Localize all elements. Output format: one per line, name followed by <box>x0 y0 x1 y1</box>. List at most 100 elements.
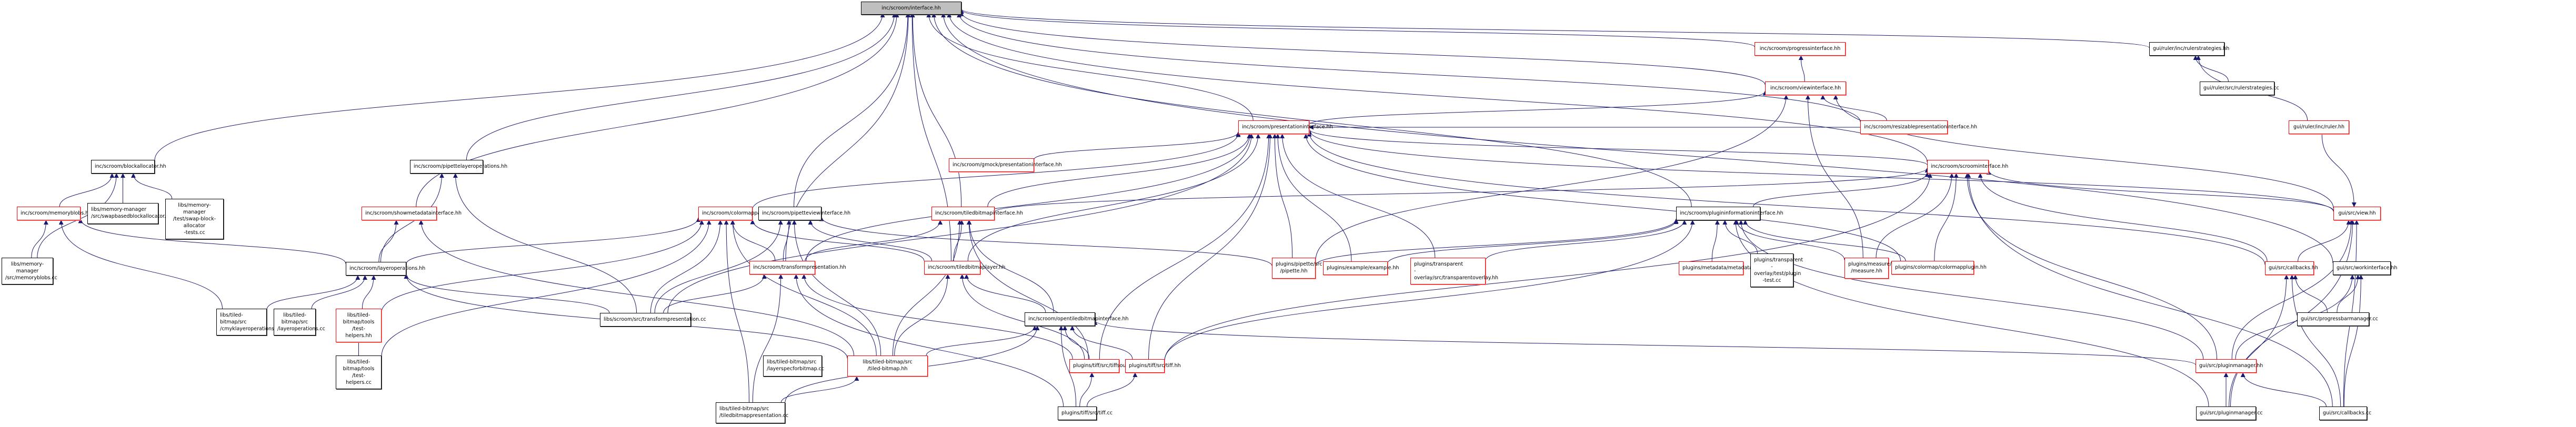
node-transformpresentation-cc[interactable]: libs/scroom/src/transformpresentation.cc <box>600 313 706 327</box>
edge-tiledbitmapinterface-to-interface <box>910 13 962 207</box>
node-blockallocator[interactable]: inc/scroom/blockallocator.hh <box>91 160 166 174</box>
node-rulerstrategies-cc[interactable]: gui/ruler/src/rulerstrategies.cc <box>2200 82 2279 95</box>
node-resizablepresentationinterface[interactable]: inc/scroom/resizablepresentationinterfac… <box>1860 120 1977 134</box>
node-plugin-test-cc[interactable]: plugins/transparent -overlay/test/plugin… <box>1750 253 1803 287</box>
edge-transformpresentation_hh-to-colormappable <box>730 220 776 261</box>
node-layerspecforbitmap-cc[interactable]: libs/tiled-bitmap/src /layerspecforbitma… <box>763 355 824 377</box>
node-progressbarmanager-cc[interactable]: gui/src/progressbarmanager.cc <box>2297 312 2378 326</box>
node-pipette-hh[interactable]: plugins/pipette/src /pipette.hh <box>1272 258 1322 279</box>
node-transparentoverlay-hh[interactable]: plugins/transparent -overlay/src/transpa… <box>1410 258 1498 284</box>
edge-pipette_hh-to-pipetteview <box>819 216 1272 266</box>
node-viewinterface[interactable]: inc/scroom/viewinterface.hh <box>1765 82 1846 95</box>
edge-progressbarmanager-to-callbacks_hh <box>2293 274 2328 313</box>
node-rulerstrategies-hh[interactable]: gui/ruler/inc/rulerstrategies.hh <box>2149 42 2229 56</box>
node-layeroperations[interactable]: inc/scroom/layeroperations.hh <box>346 262 425 276</box>
edge-swaptests-to-blockallocator <box>131 173 173 199</box>
node-ruler-hh[interactable]: gui/ruler/inc/ruler.hh <box>2289 120 2349 134</box>
edge-tiffsource-to-tiledbitmaplayer <box>959 274 1085 360</box>
edge-viewinterface-to-interface <box>959 11 1766 85</box>
node-example-hh[interactable]: plugins/example/example.hh <box>1323 261 1399 275</box>
node-measure-hh[interactable]: plugins/measure/src /measure.hh <box>1845 258 1899 279</box>
edge-tiledbitmappresentation-to-transformpresentation_hh <box>752 274 784 403</box>
edge-tiff_cc-to-transformpresentation_hh <box>794 274 1064 407</box>
node-test-helpers-hh[interactable]: libs/tiled-bitmap/tools /test-helpers.hh <box>336 309 382 342</box>
node-pluginmanager-cc[interactable]: gui/src/pluginmanager.cc <box>2196 406 2263 420</box>
edge-tiffsource-to-presentationinterface <box>1099 134 1271 360</box>
node-memoryblobs-cc[interactable]: libs/memory-manager /src/memoryblobs.cc <box>2 258 57 284</box>
node-view-hh[interactable]: gui/src/view.hh <box>2333 207 2381 220</box>
edge-pluginmanager_cc-to-callbacks_hh <box>2229 274 2289 407</box>
edge-tiffsource-to-opentiledbitmap <box>1063 326 1090 360</box>
edge-pluginmanager_hh-to-workinterface <box>2235 274 2355 360</box>
node-layeroperations-cc[interactable]: libs/tiled-bitmap/src /layeroperations.c… <box>274 309 325 336</box>
node-scroominterface[interactable]: inc/scroom/scroominterface.hh <box>1927 160 2008 174</box>
edge-tiff_hh-to-scroominterface <box>1164 173 1932 361</box>
node-tiledbitmapinterface[interactable]: inc/scroom/tiledbitmapinterface.hh <box>931 207 1023 220</box>
edge-colormapplugin_hh-to-scroominterface <box>1934 173 1959 261</box>
edge-plugininformation-to-interface <box>931 13 1692 207</box>
edge-colormapplugin_hh-to-plugininformation <box>1742 220 1906 261</box>
edge-layeroperations-to-memoryblobs_hh <box>78 218 346 264</box>
edge-tiff_cc-to-tiff_hh <box>1087 372 1138 407</box>
edge-callbacks_cc-to-pluginmanager_hh <box>2240 372 2327 407</box>
node-interface[interactable]: inc/scroom/interface.hh <box>861 2 961 15</box>
edge-colormapplugin_hh-to-presentationinterface <box>1304 134 1901 261</box>
edge-transformpresentation_cc-to-transformpresentation_hh <box>663 274 767 313</box>
edge-tiledbitmaplayer-to-interface <box>909 13 951 261</box>
edge-pluginmanager_hh-to-scroominterface <box>1964 173 2218 360</box>
node-swap-block-allocator-tests-cc[interactable]: libs/memory-manager /test/swap-block-all… <box>165 199 224 239</box>
node-presentationinterface[interactable]: inc/scroom/presentationinterface.hh <box>1238 120 1333 134</box>
edge-presentationinterface-to-interface <box>926 13 1254 121</box>
node-pipetteviewinterface[interactable]: inc/scroom/pipetteviewinterface.hh <box>758 207 850 220</box>
node-swapbasedblockallocator-cc[interactable]: libs/memory-manager /src/swapbasedblocka… <box>87 203 172 224</box>
edge-transformpresentation_hh-to-interface <box>785 13 911 261</box>
node-workinterface[interactable]: gui/src/workinterface.hh <box>2333 261 2397 275</box>
node-pipettelayeroperations[interactable]: inc/scroom/pipettelayeroperations.hh <box>410 160 507 174</box>
edge-callbacks_cc-to-scroominterface <box>1966 173 2333 407</box>
node-colormappable[interactable]: inc/scroom/colormappable.hh <box>698 207 776 220</box>
node-tiledbitmappresentation-cc[interactable]: libs/tiled-bitmap/src /tiledbitmappresen… <box>716 402 788 423</box>
node-colormapplugin-hh[interactable]: plugins/colormap/colormapplugin.hh <box>1891 261 1987 274</box>
node-test-helpers-cc[interactable]: libs/tiled-bitmap/tools /test-helpers.cc <box>336 355 382 389</box>
edge-tiledbitmap_hh-to-pipetteview <box>791 220 881 356</box>
node-callbacks-cc[interactable]: gui/src/callbacks.cc <box>2319 406 2371 420</box>
edge-plugintest_cc-to-plugininformation <box>1722 220 1758 254</box>
node-callbacks-hh[interactable]: gui/src/callbacks.hh <box>2265 261 2318 275</box>
node-pluginmanager-hh[interactable]: gui/src/pluginmanager.hh <box>2196 359 2263 373</box>
edge-cmyklayerops-to-layeroperations <box>266 275 360 310</box>
node-plugininformationinterface[interactable]: inc/scroom/plugininformationinterface.hh <box>1676 207 1783 220</box>
edge-tiff_hh-to-presentationinterface <box>1148 134 1272 360</box>
edge-callbacks_hh-to-view_hh <box>2298 220 2351 262</box>
node-tiffsource-hh[interactable]: plugins/tiff/src/tiffsource.hh <box>1069 359 1141 373</box>
node-tiledbitmaplayer[interactable]: inc/scroom/tiledbitmaplayer.hh <box>924 261 1005 274</box>
node-progressinterface[interactable]: inc/scroom/progressinterface.hh <box>1755 42 1846 56</box>
edge-callbacks_hh-to-scroominterface <box>1978 173 2268 262</box>
node-opentiledbitmapinterface[interactable]: inc/scroom/opentiledbitmapinterface.hh <box>1025 312 1129 326</box>
edge-scroominterface-to-presentationinterface <box>1307 128 1928 166</box>
node-tiff-cc[interactable]: plugins/tiff/src/tiff.cc <box>1058 406 1112 420</box>
edge-workinterface-to-interface <box>941 13 2333 263</box>
edge-tiledbitmap_hh-to-showmetadata <box>418 220 854 356</box>
node-transformpresentation-hh[interactable]: inc/scroom/transformpresentation.hh <box>749 261 846 274</box>
node-metadata-hh[interactable]: plugins/metadata/metadata.hh <box>1679 261 1760 275</box>
node-memoryblobs-hh[interactable]: inc/scroom/memoryblobs.hh <box>17 207 92 220</box>
node-tiff-hh[interactable]: plugins/tiff/src/tiff.hh <box>1125 359 1181 373</box>
edge-example_hh-to-plugininformation <box>1387 219 1679 263</box>
edge-plugininformation-to-scroominterface <box>1753 172 1930 207</box>
edge-tiff_cc-to-tiffsource <box>1079 372 1095 407</box>
edge-cmyklayerops-to-memoryblobs_hh <box>58 220 223 309</box>
edge-tiffsource-to-transformpresentation_hh <box>801 274 1073 360</box>
node-tiled-bitmap-hh[interactable]: libs/tiled-bitmap/src /tiled-bitmap.hh <box>847 355 928 377</box>
edge-progressinterface-to-interface <box>959 9 1755 47</box>
edge-tiffsource-to-tiledbitmapinterface <box>966 220 1089 360</box>
node-gmock-presentationinterface[interactable]: inc/scroom/gmock/presentationinterface.h… <box>949 158 1062 172</box>
edge-pipette_hh-to-viewinterface <box>1315 95 1789 261</box>
node-cmyklayeroperations-cc[interactable]: libs/tiled-bitmap/src /cmyklayeroperatio… <box>216 309 281 336</box>
edge-layeroperations-to-colormappable <box>406 217 701 265</box>
edge-viewinterface-to-progressinterface <box>1798 55 1805 82</box>
edge-transformpresentation_hh-to-pipetteview <box>783 220 791 261</box>
edge-tiff_hh-to-opentiledbitmap <box>1070 326 1133 360</box>
edge-callbacks_cc-to-callbacks_hh <box>2289 274 2341 407</box>
node-showmetadatainterface[interactable]: inc/scroom/showmetadatainterface.hh <box>362 207 462 220</box>
